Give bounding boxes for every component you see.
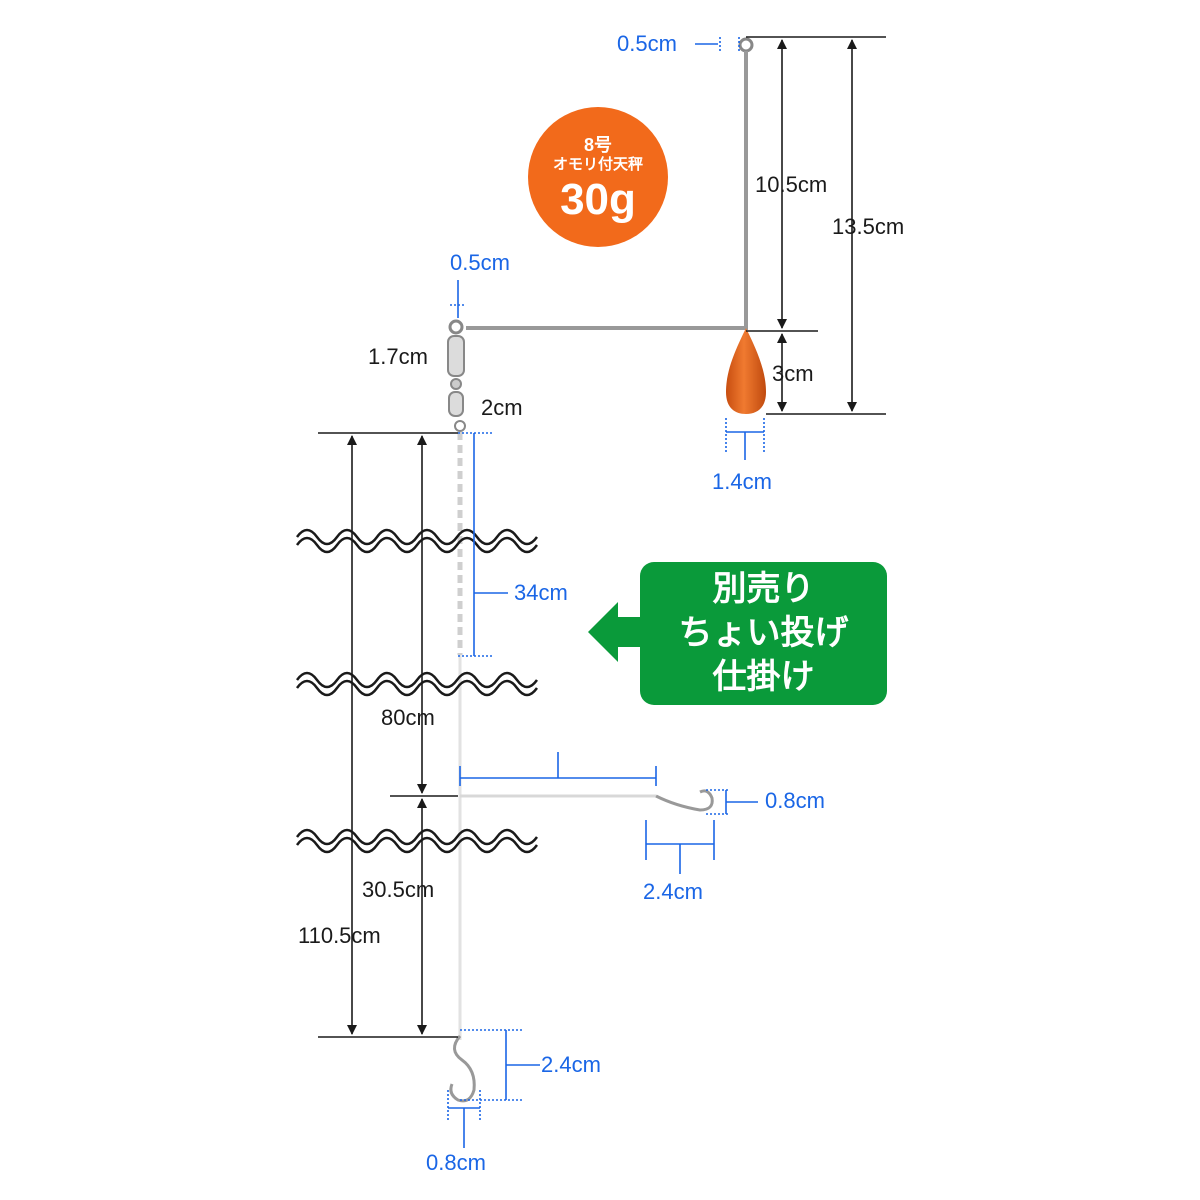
weight-badge: 8号 オモリ付天秤 30g (528, 107, 668, 247)
dim-upper-section: 80cm (381, 705, 435, 730)
dim-swivel-length: 1.7cm (368, 344, 428, 369)
dim-total-height: 13.5cm (832, 214, 905, 239)
dim-branch-hook-gap: 0.8cm (765, 788, 825, 813)
callout-line-3: 仕掛け (712, 658, 815, 696)
sold-separately-callout: 別売り ちょい投げ 仕掛け (640, 562, 887, 705)
dim-arm-vertical: 10.5cm (755, 172, 828, 197)
break-wave-2 (295, 671, 539, 697)
arm-eye (738, 37, 754, 53)
dim-sinker-width: 1.4cm (712, 469, 772, 494)
callout-line-1: 別売り (712, 570, 815, 608)
dim-swivel-eye: 0.5cm (450, 250, 510, 275)
callout-arrow-icon (588, 602, 618, 662)
swivel (447, 319, 466, 432)
dim-lower-section: 30.5cm (362, 877, 435, 902)
break-wave-1 (295, 528, 539, 554)
dim-bottom-hook-gap: 0.8cm (426, 1150, 486, 1175)
dim-sinker-length: 3cm (772, 361, 814, 386)
dim-total-rig: 110.5cm (298, 923, 381, 948)
callout-line-2: ちょい投げ (678, 614, 849, 652)
tenbin-arm (466, 37, 754, 330)
bottom-hook (449, 1035, 476, 1103)
dim-leader: 34cm (514, 580, 568, 605)
branch-hook (655, 789, 714, 812)
blue-dimension-lines (447, 37, 765, 1148)
dim-bottom-hook-length: 2.4cm (541, 1052, 601, 1077)
black-dimension-lines (318, 36, 886, 1038)
badge-weight: 30g (560, 175, 636, 224)
sinker (726, 328, 766, 414)
dim-swivel-gap: 2cm (481, 395, 523, 420)
badge-description: オモリ付天秤 (552, 156, 643, 173)
dim-branch-hook-length: 2.4cm (643, 879, 703, 904)
badge-size: 8号 (583, 135, 612, 155)
dim-eye-top: 0.5cm (617, 31, 677, 56)
break-wave-3 (295, 828, 539, 854)
